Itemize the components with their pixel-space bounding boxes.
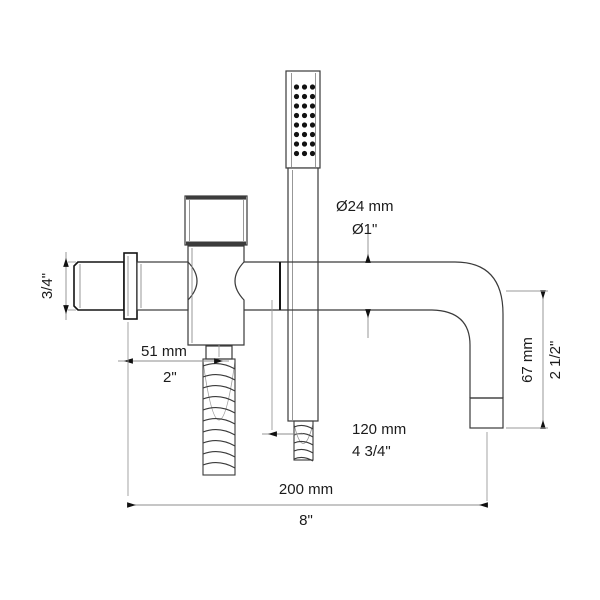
dim-handset-offset: 120 mm 4 3/4" <box>262 300 406 460</box>
valve-body <box>187 245 245 346</box>
spray-face-nozzle-grid <box>293 84 316 157</box>
wall-inlet-nipple <box>73 252 189 320</box>
outlet-tip <box>469 397 504 429</box>
valve-body-profile <box>187 245 245 346</box>
dim-handset-imperial: 4 3/4" <box>352 443 391 460</box>
spout-outlet <box>469 397 504 429</box>
spout-outer-curve <box>454 261 504 398</box>
spout-inner-curve <box>431 309 471 398</box>
dim-inlet-height: 3/4" <box>39 252 76 320</box>
hose-thread-coils <box>202 360 236 469</box>
knob-bottom-band <box>186 241 246 246</box>
escutcheon-flange <box>123 252 138 320</box>
handheld-shower-wand <box>285 70 321 462</box>
dim-body-offset: 51 mm 2" <box>118 322 229 496</box>
dim-offset-metric: 51 mm <box>141 343 187 360</box>
curved-spout <box>244 261 504 429</box>
dim-spout-diameter: Ø24 mm Ø1" <box>336 198 394 338</box>
dim-overall-metric: 200 mm <box>279 481 333 498</box>
dim-diameter-imperial: Ø1" <box>352 221 377 238</box>
dim-handset-metric: 120 mm <box>352 421 406 438</box>
control-knob <box>184 195 248 246</box>
dim-overall-imperial: 8" <box>299 512 313 529</box>
hose-thread-envelope <box>202 358 236 476</box>
dim-diameter-metric: Ø24 mm <box>336 198 394 215</box>
handset-threaded-stem <box>293 420 314 462</box>
inlet-shank <box>136 261 189 311</box>
knob-top-band <box>186 196 246 200</box>
dim-overall-length: 200 mm 8" <box>127 432 488 529</box>
dim-drop-metric: 67 mm <box>519 337 536 383</box>
dim-inlet-imperial: 3/4" <box>39 273 56 299</box>
knob-body <box>184 195 248 246</box>
inlet-nipple-profile <box>73 261 125 311</box>
dim-drop-imperial: 2 1/2" <box>547 341 564 380</box>
threaded-hose-connector <box>202 345 236 476</box>
dim-drop-height: 67 mm 2 1/2" <box>506 290 564 429</box>
dim-offset-imperial: 2" <box>163 369 177 386</box>
